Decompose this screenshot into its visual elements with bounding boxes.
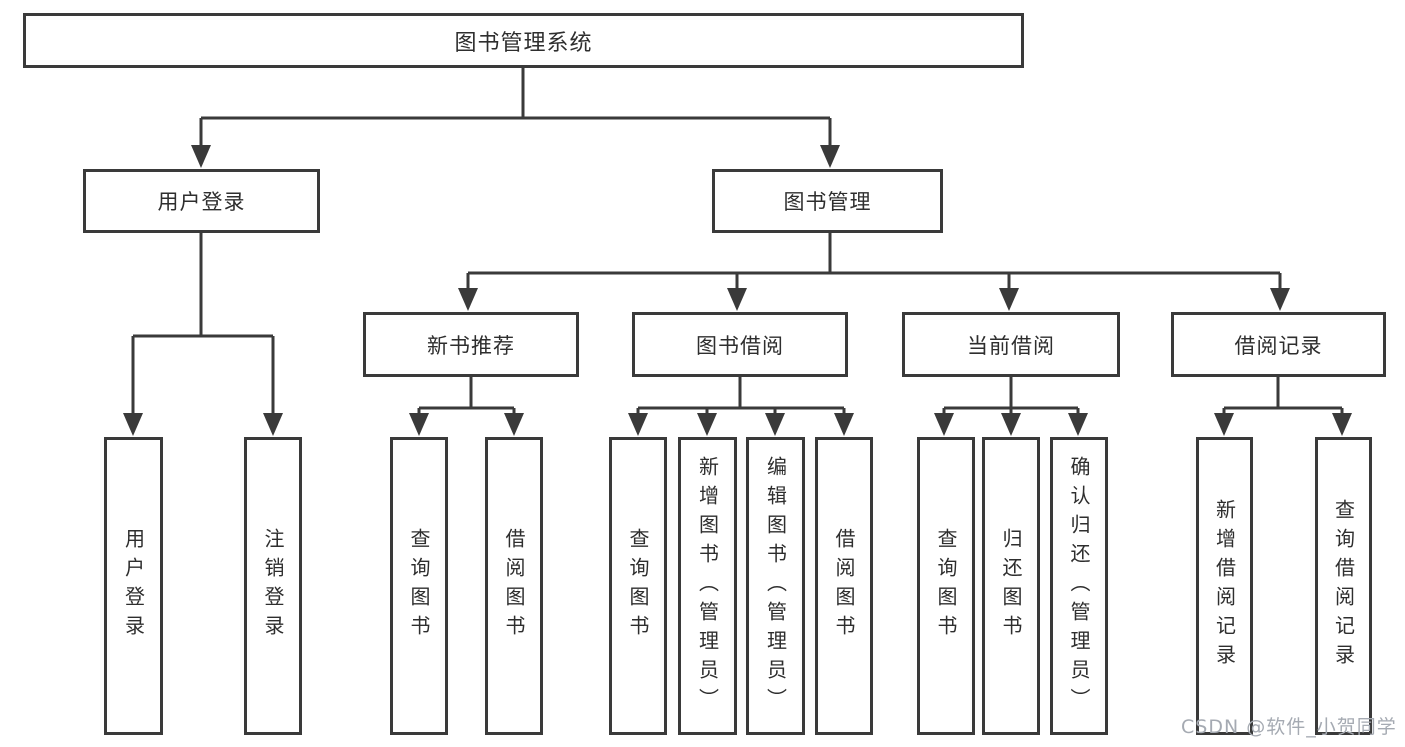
node-current-borrow: 当前借阅 (902, 312, 1120, 377)
leaf-return-books: 归还图书 (982, 437, 1040, 735)
node-book-management: 图书管理 (712, 169, 943, 233)
arrowheads (123, 145, 1352, 436)
node-label: 新增图书（管理员） (695, 455, 720, 717)
leaf-add-books-admin: 新增图书（管理员） (678, 437, 737, 735)
leaf-query-books-current: 查询图书 (917, 437, 975, 735)
node-label: 查询图书 (934, 528, 958, 644)
connector-user-login-to-leaves (131, 232, 275, 416)
connector-new-book-to-leaves (417, 377, 516, 416)
node-label: 借阅图书 (832, 528, 856, 644)
node-label: 确认归还（管理员） (1067, 455, 1091, 717)
node-label: 注销登录 (261, 528, 285, 644)
node-book-borrow: 图书借阅 (632, 312, 848, 377)
node-label: 用户登录 (157, 190, 246, 214)
connector-borrow-record-to-leaves (1222, 377, 1344, 416)
leaf-query-borrow-record: 查询借阅记录 (1315, 437, 1372, 735)
leaf-logout: 注销登录 (244, 437, 302, 735)
node-label: 图书管理系统 (454, 30, 593, 56)
leaf-confirm-return-admin: 确认归还（管理员） (1050, 437, 1108, 735)
node-label: 图书借阅 (696, 333, 784, 358)
leaf-edit-books-admin: 编辑图书（管理员） (746, 437, 805, 735)
leaf-query-books-recommend: 查询图书 (390, 437, 448, 735)
connector-book-borrow-to-leaves (636, 377, 846, 416)
node-label: 新增借阅记录 (1212, 499, 1237, 673)
node-user-login: 用户登录 (83, 169, 320, 233)
csdn-watermark: CSDN @软件_小贺同学 (1181, 716, 1397, 738)
node-label: 借阅记录 (1234, 333, 1323, 358)
node-label: 编辑图书（管理员） (763, 455, 788, 717)
leaf-borrow-books-recommend: 借阅图书 (485, 437, 543, 735)
node-label: 查询图书 (626, 528, 650, 644)
leaf-user-login: 用户登录 (104, 437, 163, 735)
leaf-query-books-borrow: 查询图书 (609, 437, 667, 735)
connector-current-borrow-to-leaves (942, 377, 1080, 416)
node-label: 借阅图书 (502, 528, 526, 644)
node-label: 当前借阅 (967, 333, 1055, 358)
node-label: 归还图书 (999, 528, 1023, 644)
connector-book-management-to-level3 (466, 232, 1282, 291)
node-label: 查询借阅记录 (1331, 499, 1356, 673)
leaf-add-borrow-record: 新增借阅记录 (1196, 437, 1253, 735)
connector-root-to-level2 (199, 68, 832, 148)
node-label: 图书管理 (783, 190, 872, 214)
node-label: 用户登录 (121, 528, 146, 644)
node-label: 查询图书 (407, 528, 431, 644)
node-new-book-recommend: 新书推荐 (363, 312, 579, 377)
node-root-system: 图书管理系统 (23, 13, 1024, 68)
node-label: 新书推荐 (427, 333, 515, 358)
node-borrow-records: 借阅记录 (1171, 312, 1386, 377)
leaf-borrow-books: 借阅图书 (815, 437, 873, 735)
